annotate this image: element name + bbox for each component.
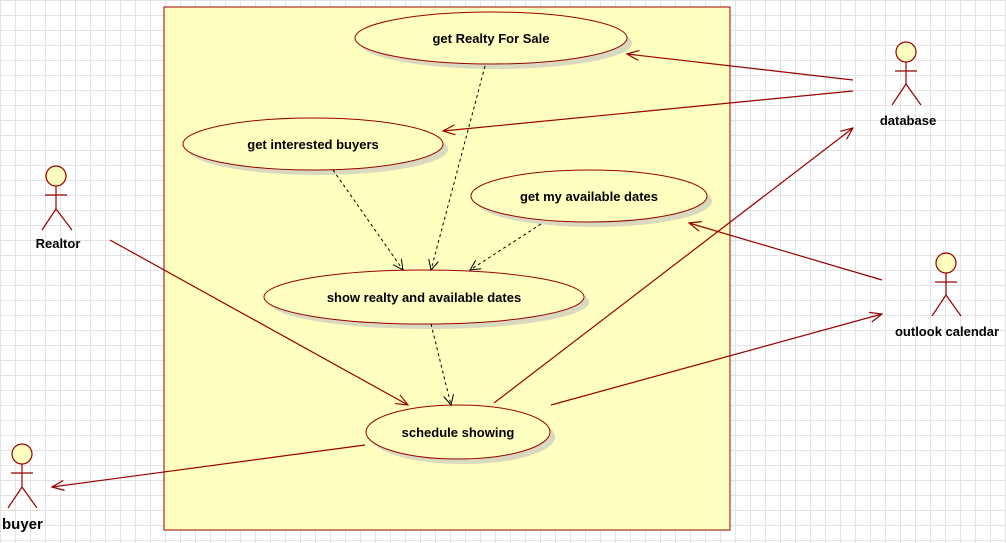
use-case-show-realty[interactable]: show realty and available dates	[263, 269, 589, 329]
use-case-get-buyers[interactable]: get interested buyers	[182, 117, 448, 175]
stick-figure-icon	[7, 443, 38, 509]
actor-label: Realtor	[36, 236, 81, 251]
stick-figure-icon	[931, 252, 962, 317]
actor-realtor[interactable]: Realtor	[36, 165, 81, 251]
association-schedule-to-buyer	[52, 444, 366, 487]
use-case-schedule[interactable]: schedule showing	[365, 404, 555, 464]
use-case-label: show realty and available dates	[327, 290, 521, 305]
stick-figure-icon	[41, 165, 73, 231]
association-schedule-to-database	[493, 128, 853, 404]
use-case-label: get my available dates	[520, 189, 658, 204]
dependency-dates-to-show	[470, 223, 542, 270]
use-case-label: get Realty For Sale	[432, 31, 549, 46]
association-realtor-to-schedule	[109, 239, 408, 405]
association-database-to-realty	[627, 54, 854, 81]
association-database-to-buyers	[443, 90, 854, 131]
actor-outlook-calendar[interactable]: outlook calendar	[895, 252, 999, 339]
use-case-label: schedule showing	[402, 425, 515, 440]
actor-label: outlook calendar	[895, 324, 999, 339]
association-outlook-to-dates	[689, 223, 883, 281]
use-case-get-dates[interactable]: get my available dates	[470, 169, 712, 227]
dependency-realty-to-show	[431, 65, 486, 270]
actor-database[interactable]: database	[880, 41, 936, 128]
use-case-label: get interested buyers	[247, 137, 379, 152]
stick-figure-icon	[891, 41, 922, 106]
actor-buyer[interactable]: buyer	[2, 443, 43, 533]
dependency-buyers-to-show	[332, 169, 403, 270]
actor-label: database	[880, 113, 936, 128]
actor-label: buyer	[2, 516, 43, 533]
use-case-get-realty[interactable]: get Realty For Sale	[354, 11, 632, 69]
dependency-show-to-schedule	[430, 323, 451, 405]
association-schedule-to-outlook	[550, 314, 882, 406]
